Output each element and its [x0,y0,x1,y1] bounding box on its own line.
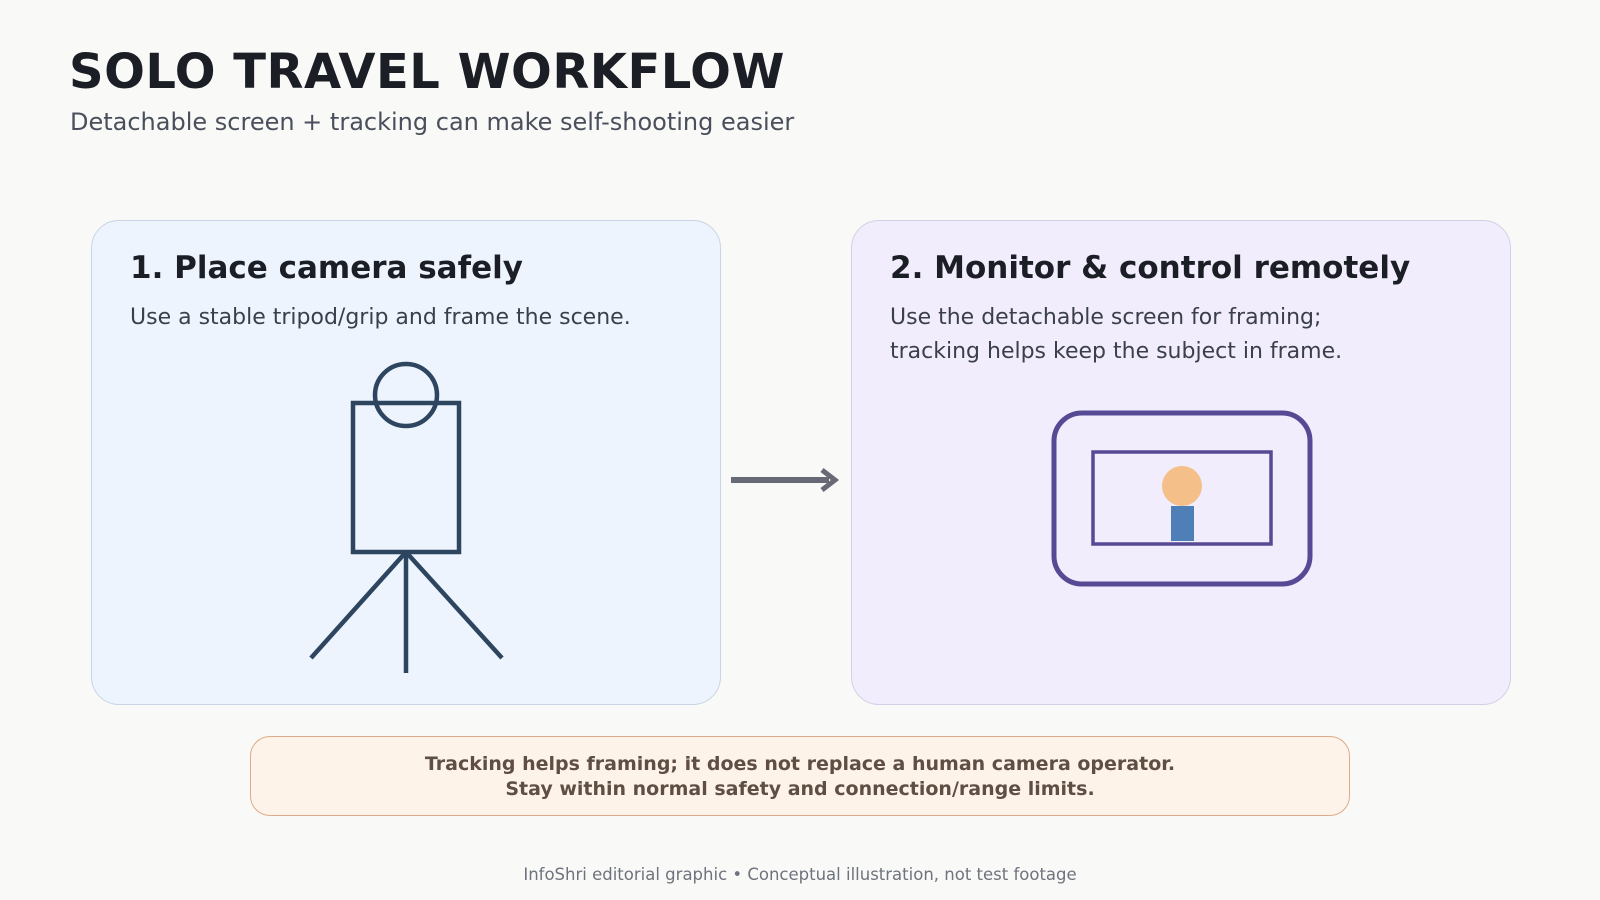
step-2-description-line-2: tracking helps keep the subject in frame… [890,339,1343,364]
subject-body [1171,506,1194,541]
screen-viewfinder [1091,450,1273,546]
tripod-leg-right [404,550,504,660]
step-2-description: Use the detachable screen for framing; t… [890,301,1342,369]
step-1-description-line: Use a stable tripod/grip and frame the s… [130,305,631,330]
screen-outer-frame [1051,410,1313,587]
camera-on-tripod-icon [309,361,504,673]
step-1-title: 1. Place camera safely [130,250,523,286]
step-2-title: 2. Monitor & control remotely [890,250,1411,286]
step-1-description: Use a stable tripod/grip and frame the s… [130,301,631,335]
subject-head [1162,466,1202,506]
safety-note-line-2: Stay within normal safety and connection… [505,778,1095,800]
step-card-monitor-remotely: 2. Monitor & control remotely Use the de… [851,220,1511,705]
page-title: SOLO TRAVEL WORKFLOW [69,44,785,100]
safety-note-line-1: Tracking helps framing; it does not repl… [424,753,1176,775]
arrow-right-icon [731,468,840,492]
safety-note: Tracking helps framing; it does not repl… [250,736,1350,816]
step-card-place-camera: 1. Place camera safely Use a stable trip… [91,220,721,705]
page-subtitle: Detachable screen + tracking can make se… [70,108,795,136]
tripod-leg-left [309,550,408,660]
detachable-screen-icon [1051,410,1313,587]
camera-lens [372,361,440,429]
step-2-description-line-1: Use the detachable screen for framing; [890,305,1322,330]
footer-credit: InfoShri editorial graphic • Conceptual … [523,865,1077,884]
